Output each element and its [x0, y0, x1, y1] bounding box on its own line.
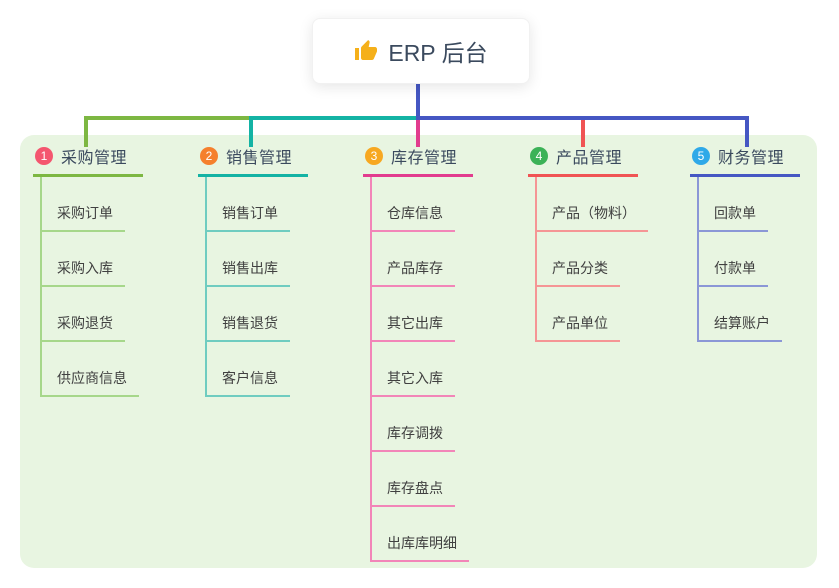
- child-node[interactable]: 产品分类: [537, 258, 620, 287]
- child-node[interactable]: 其它出库: [372, 313, 455, 342]
- trunk-line: [416, 83, 420, 116]
- branch-header-sales[interactable]: 2 销售管理: [198, 144, 309, 177]
- drop-line-purchase: [84, 120, 88, 147]
- branch-header-purchase[interactable]: 1 采购管理: [33, 144, 144, 177]
- child-row: 其它出库: [372, 287, 469, 342]
- child-node[interactable]: 产品库存: [372, 258, 455, 287]
- branch-children: 销售订单 销售出库 销售退货 客户信息: [205, 177, 290, 397]
- child-row: 销售订单: [207, 177, 290, 232]
- branch-children: 产品（物料） 产品分类 产品单位: [535, 177, 648, 342]
- child-row: 仓库信息: [372, 177, 469, 232]
- drop-line-inventory: [416, 120, 420, 147]
- thumbs-up-icon: [354, 39, 378, 63]
- branch-sales: 2 销售管理 销售订单 销售出库 销售退货 客户信息: [198, 144, 309, 397]
- child-node[interactable]: 销售退货: [207, 313, 290, 342]
- branch-finance: 5 财务管理 回款单 付款单 结算账户: [690, 144, 801, 342]
- child-row: 产品单位: [537, 287, 648, 342]
- child-row: 其它入库: [372, 342, 469, 397]
- child-row: 产品分类: [537, 232, 648, 287]
- child-node[interactable]: 出库库明细: [372, 533, 469, 562]
- drop-line-finance: [745, 120, 749, 147]
- child-row: 采购订单: [42, 177, 139, 232]
- child-node[interactable]: 回款单: [699, 203, 768, 232]
- branch-title: 财务管理: [718, 150, 785, 167]
- child-node[interactable]: 客户信息: [207, 368, 290, 397]
- child-node[interactable]: 库存盘点: [372, 478, 455, 507]
- child-row: 销售退货: [207, 287, 290, 342]
- child-node[interactable]: 仓库信息: [372, 203, 455, 232]
- branch-header-inventory[interactable]: 3 库存管理: [363, 144, 474, 177]
- root-node-label: ERP 后台: [388, 40, 488, 66]
- branch-children: 采购订单 采购入库 采购退货 供应商信息: [40, 177, 139, 397]
- root-node[interactable]: ERP 后台: [312, 18, 530, 84]
- branch-badge: 3: [365, 147, 383, 165]
- rail-segment-teal: [249, 116, 416, 120]
- child-row: 供应商信息: [42, 342, 139, 397]
- branch-badge: 4: [530, 147, 548, 165]
- child-row: 产品库存: [372, 232, 469, 287]
- child-row: 结算账户: [699, 287, 782, 342]
- child-row: 销售出库: [207, 232, 290, 287]
- mindmap-canvas: [20, 135, 817, 568]
- branch-header-product[interactable]: 4 产品管理: [528, 144, 639, 177]
- child-row: 出库库明细: [372, 507, 469, 562]
- branch-title: 库存管理: [391, 150, 458, 167]
- child-node[interactable]: 采购订单: [42, 203, 125, 232]
- rail-segment-green: [84, 116, 251, 120]
- child-node[interactable]: 供应商信息: [42, 368, 139, 397]
- branch-title: 产品管理: [556, 150, 623, 167]
- child-node[interactable]: 销售出库: [207, 258, 290, 287]
- branch-badge: 2: [200, 147, 218, 165]
- child-node[interactable]: 产品单位: [537, 313, 620, 342]
- branch-children: 回款单 付款单 结算账户: [697, 177, 782, 342]
- child-node[interactable]: 结算账户: [699, 313, 782, 342]
- child-row: 回款单: [699, 177, 782, 232]
- child-node[interactable]: 其它入库: [372, 368, 455, 397]
- branch-purchase: 1 采购管理 采购订单 采购入库 采购退货 供应商信息: [33, 144, 144, 397]
- child-node[interactable]: 销售订单: [207, 203, 290, 232]
- child-row: 付款单: [699, 232, 782, 287]
- branch-product: 4 产品管理 产品（物料） 产品分类 产品单位: [528, 144, 648, 342]
- child-row: 库存调拨: [372, 397, 469, 452]
- child-row: 产品（物料）: [537, 177, 648, 232]
- branch-badge: 5: [692, 147, 710, 165]
- branch-title: 采购管理: [61, 150, 128, 167]
- child-row: 客户信息: [207, 342, 290, 397]
- child-row: 库存盘点: [372, 452, 469, 507]
- child-node[interactable]: 产品（物料）: [537, 203, 648, 232]
- child-node[interactable]: 采购退货: [42, 313, 125, 342]
- child-node[interactable]: 付款单: [699, 258, 768, 287]
- branch-title: 销售管理: [226, 150, 293, 167]
- child-node[interactable]: 库存调拨: [372, 423, 455, 452]
- drop-line-sales: [249, 120, 253, 147]
- drop-line-product: [581, 120, 585, 147]
- branch-header-finance[interactable]: 5 财务管理: [690, 144, 801, 177]
- child-node[interactable]: 采购入库: [42, 258, 125, 287]
- branch-inventory: 3 库存管理 仓库信息 产品库存 其它出库 其它入库 库存调拨 库存盘点 出库库…: [363, 144, 474, 562]
- branch-children: 仓库信息 产品库存 其它出库 其它入库 库存调拨 库存盘点 出库库明细: [370, 177, 469, 562]
- rail-segment-blue: [416, 116, 749, 120]
- child-row: 采购退货: [42, 287, 139, 342]
- child-row: 采购入库: [42, 232, 139, 287]
- branch-badge: 1: [35, 147, 53, 165]
